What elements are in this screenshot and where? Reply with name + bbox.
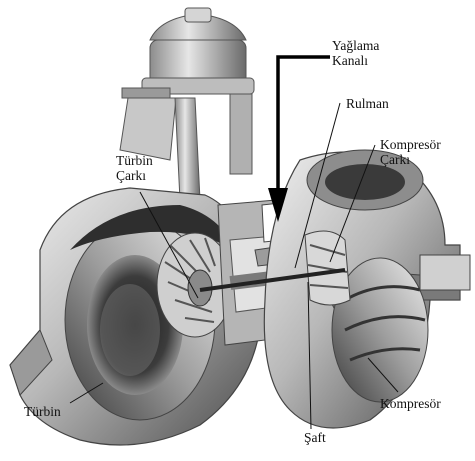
compressor-housing: [264, 150, 470, 428]
label-saft: Şaft: [304, 430, 326, 445]
label-yaglama-line1: Yağlama: [332, 38, 379, 53]
label-kompresor-carki-line1: Kompresör: [380, 137, 441, 152]
label-yaglama-line2: Kanalı: [332, 53, 379, 68]
label-yaglama-kanali: Yağlama Kanalı: [332, 38, 379, 68]
label-kompresor-carki-line2: Çarkı: [380, 152, 441, 167]
label-turbin: Türbin: [24, 404, 61, 419]
label-rulman: Rulman: [346, 96, 389, 111]
compressor-wheel: [305, 231, 350, 305]
label-kompresor: Kompresör: [380, 396, 441, 411]
label-turbin-carki-line1: Türbin: [116, 153, 153, 168]
label-turbin-carki: Türbin Çarkı: [116, 153, 153, 183]
label-kompresor-carki: Kompresör Çarkı: [380, 137, 441, 167]
label-turbin-carki-line2: Çarkı: [116, 168, 153, 183]
